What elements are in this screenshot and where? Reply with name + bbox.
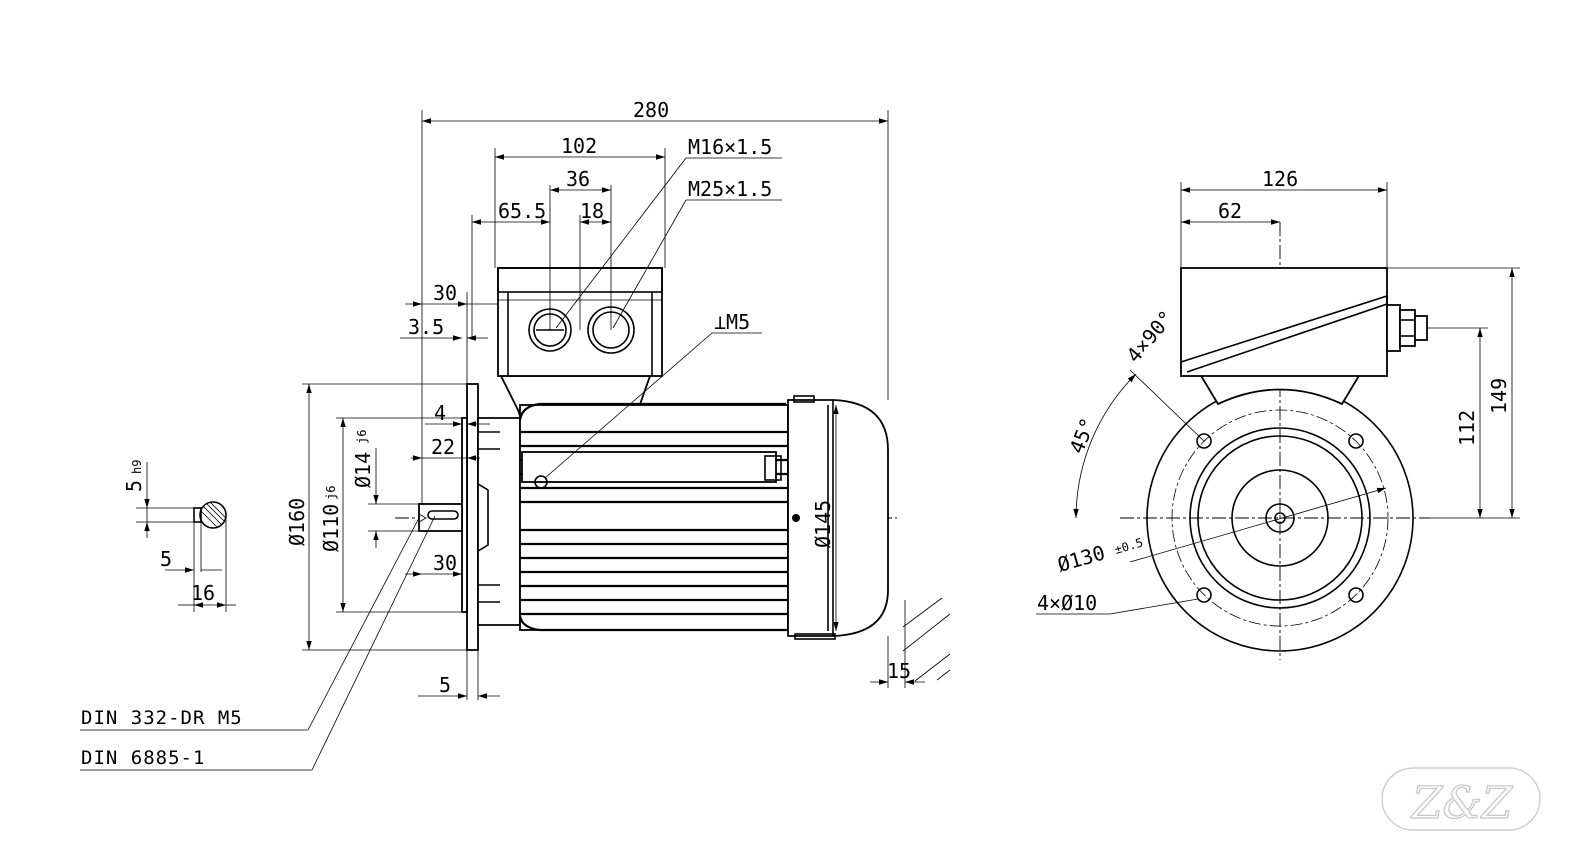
shaft-section-circle bbox=[199, 501, 227, 529]
dim-280-label: 280 bbox=[633, 98, 669, 122]
dim-36-label: 36 bbox=[566, 167, 590, 191]
key-width-label: 5 bbox=[122, 480, 146, 492]
dim-65-5-label: 65.5 bbox=[498, 199, 546, 223]
dim-22-label: 22 bbox=[431, 435, 455, 459]
bolt-circle bbox=[1171, 409, 1389, 627]
dim-d130-tolerance: ±0.5 bbox=[1113, 535, 1145, 556]
bolt-hole-top-left bbox=[1196, 433, 1212, 449]
bolt-hole-top-right bbox=[1348, 433, 1364, 449]
fan-cover bbox=[787, 399, 889, 637]
shaft-diameter-16-label: 16 bbox=[191, 581, 215, 605]
dim-d14-tolerance: j6 bbox=[355, 430, 369, 444]
holes-4x10-label: 4×Ø10 bbox=[1037, 591, 1097, 615]
dim-62-label: 62 bbox=[1218, 199, 1242, 223]
key-section-keyway bbox=[193, 507, 202, 523]
dim-d14-label: Ø14 bbox=[351, 452, 375, 488]
dim-30-bottom-label: 30 bbox=[433, 551, 457, 575]
front-terminal-box bbox=[1180, 267, 1388, 377]
shaft-end bbox=[1265, 503, 1295, 533]
dim-18-label: 18 bbox=[580, 199, 604, 223]
dim-126-label: 126 bbox=[1262, 167, 1298, 191]
key-width-tolerance: h9 bbox=[130, 460, 144, 474]
angle-45-arc bbox=[1073, 373, 1137, 519]
ground-hatch bbox=[902, 597, 951, 682]
holes-4x90-label: 4×90° bbox=[1121, 306, 1178, 368]
thread-m25-label: M25×1.5 bbox=[688, 177, 772, 201]
dim-112-label: 112 bbox=[1455, 410, 1479, 446]
note-din332: DIN 332-DR M5 bbox=[81, 707, 243, 729]
shaft-section-hatch bbox=[200, 501, 227, 528]
dim-d145-label: Ø145 bbox=[811, 500, 835, 548]
dim-d160-label: Ø160 bbox=[285, 498, 309, 546]
dim-5-bottom-label: 5 bbox=[439, 673, 451, 697]
earth-screw bbox=[534, 475, 548, 489]
fan-cover-center-dot bbox=[792, 514, 800, 522]
nameplate bbox=[521, 451, 777, 483]
dim-30-top-label: 30 bbox=[433, 281, 457, 305]
key-section: 5 h9 5 16 bbox=[122, 460, 236, 612]
watermark-text: Z&Z bbox=[1410, 778, 1514, 829]
dim-4-label: 4 bbox=[434, 401, 446, 425]
bolt-hole-bottom-right bbox=[1348, 587, 1364, 603]
front-cable-gland bbox=[1386, 304, 1428, 352]
note-din6885: DIN 6885-1 bbox=[81, 747, 205, 769]
spigot-inner bbox=[1197, 435, 1363, 601]
bolt-hole-bottom-left bbox=[1196, 587, 1212, 603]
dim-15-label: 15 bbox=[887, 659, 911, 683]
dim-d110-label: Ø110 bbox=[319, 504, 343, 552]
dim-d130-label: Ø130 bbox=[1055, 540, 1108, 576]
dim-3-5-label: 3.5 bbox=[408, 315, 444, 339]
dim-149-label: 149 bbox=[1487, 378, 1511, 414]
shaft-center-hole bbox=[418, 513, 427, 523]
dim-102-label: 102 bbox=[561, 134, 597, 158]
motor-body bbox=[519, 404, 789, 631]
spigot-outer bbox=[1189, 427, 1371, 609]
watermark-logo: Z&Z bbox=[1381, 767, 1541, 831]
shaft-keyway bbox=[427, 510, 459, 520]
thread-m16-label: M16×1.5 bbox=[688, 135, 772, 159]
bearing-housing bbox=[1231, 469, 1329, 567]
front-terminal-box-neck bbox=[1198, 373, 1362, 406]
motor-side-view: 280 102 36 65.5 18 M16×1.5 M25×1.5 ⊥M5 bbox=[80, 98, 951, 771]
motor-front-view: 126 62 112 149 45° 4×90° Ø130 ±0.5 4×Ø10 bbox=[1036, 167, 1520, 660]
key-depth-label: 5 bbox=[160, 547, 172, 571]
angle-45-label: 45° bbox=[1064, 414, 1100, 456]
dim-d110-tolerance: j6 bbox=[324, 486, 338, 500]
shaft-center-hole-front bbox=[1274, 512, 1286, 524]
shaft bbox=[418, 503, 463, 532]
thread-m5-label: ⊥M5 bbox=[714, 310, 750, 334]
